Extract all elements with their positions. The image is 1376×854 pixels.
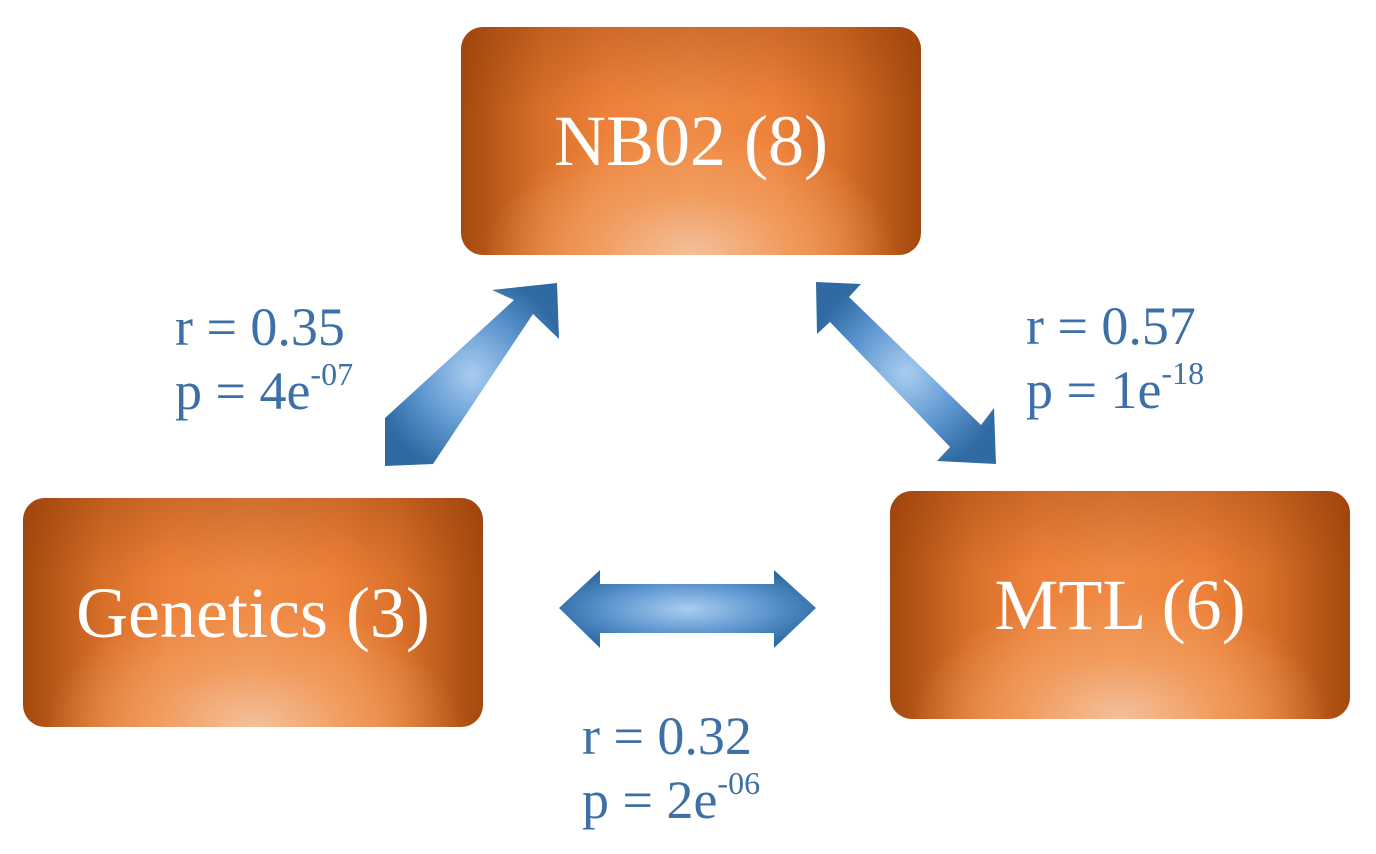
p-value: p = 4e-07 [175,356,354,430]
node-nb02: NB02 (8) [461,27,921,255]
node-nb02-label: NB02 (8) [554,101,828,181]
p-base: p = 1e [1026,360,1162,420]
node-mtl: MTL (6) [890,491,1350,719]
p-value: p = 1e-18 [1026,355,1205,429]
edge-stats-genetics-mtl: r = 0.32 p = 2e-06 [582,704,760,839]
node-genetics: Genetics (3) [23,498,483,727]
p-exponent: -07 [310,356,354,392]
r-value: r = 0.35 [175,297,345,357]
node-mtl-label: MTL (6) [994,565,1246,645]
p-exponent: -18 [1161,355,1205,391]
edge-stats-nb02-mtl: r = 0.57 p = 1e-18 [1026,294,1204,429]
r-value: r = 0.57 [1026,296,1196,356]
p-base: p = 4e [175,361,311,421]
arrow-nb02-mtl [816,282,996,464]
p-exponent: -06 [717,765,761,801]
p-value: p = 2e-06 [582,765,761,839]
arrow-genetics-mtl [559,570,816,648]
node-genetics-label: Genetics (3) [76,572,430,653]
p-base: p = 2e [582,770,718,830]
r-value: r = 0.32 [582,706,752,766]
arrow-nb02-genetics [385,283,559,466]
edge-stats-nb02-genetics: r = 0.35 p = 4e-07 [175,295,353,430]
